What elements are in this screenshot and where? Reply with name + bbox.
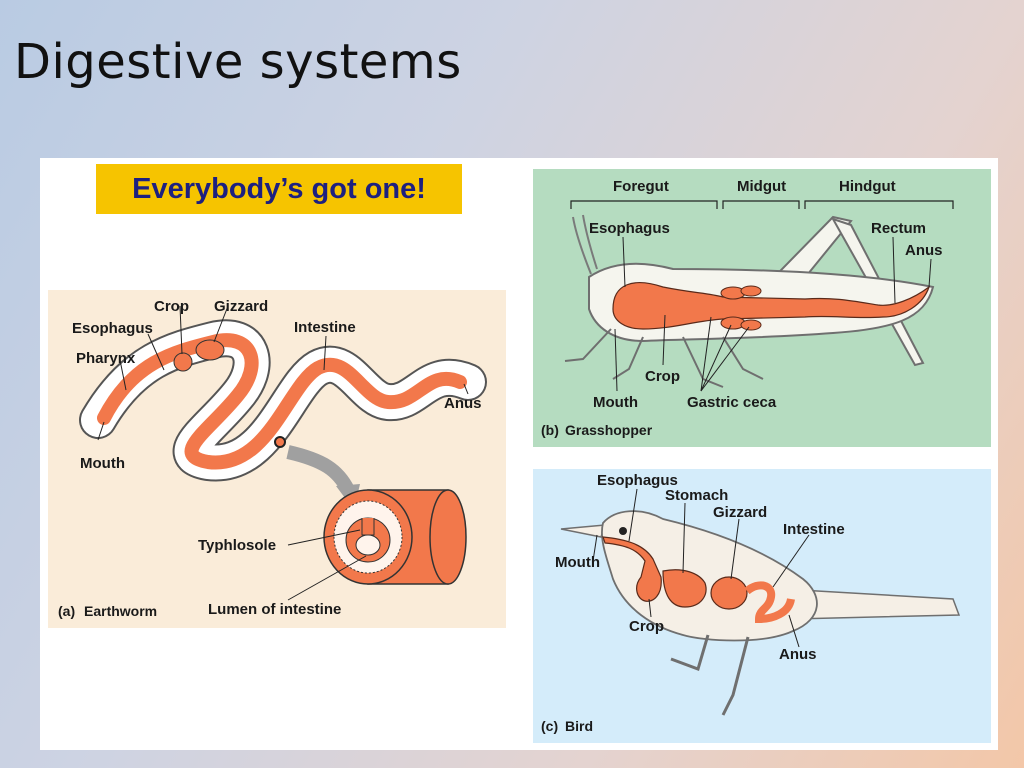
earthworm-gizzard <box>195 339 225 361</box>
caption-grasshopper: Grasshopper <box>565 422 653 438</box>
grasshopper-diagram: Foregut Midgut Hindgut Esophagus Rectum … <box>533 169 991 447</box>
bird-diagram: Esophagus Stomach Gizzard Intestine Mout… <box>533 469 991 743</box>
label-pharynx: Pharynx <box>76 350 136 367</box>
label-gizzard: Gizzard <box>214 298 268 315</box>
caption-earthworm: Earthworm <box>84 603 157 619</box>
bird-legs <box>670 634 750 716</box>
gut-region-brackets <box>570 200 954 209</box>
label-mouth: Mouth <box>593 394 638 411</box>
label-foregut: Foregut <box>613 178 669 195</box>
callout-banner: Everybody’s got one! <box>96 164 462 214</box>
bird-intestine <box>744 581 795 624</box>
label-crop: Crop <box>629 618 664 635</box>
label-esophagus: Esophagus <box>72 320 153 337</box>
cross-section-lumen <box>355 534 381 556</box>
earthworm-diagram: Crop Gizzard Esophagus Pharynx Intestine… <box>48 290 506 628</box>
label-esophagus: Esophagus <box>589 220 670 237</box>
label-hindgut: Hindgut <box>839 178 896 195</box>
gastric-ceca-shapes <box>720 285 762 331</box>
label-anus: Anus <box>905 242 943 259</box>
earthworm-panel: Crop Gizzard Esophagus Pharynx Intestine… <box>48 290 506 628</box>
label-midgut: Midgut <box>737 178 786 195</box>
bird-leaders <box>592 488 810 648</box>
label-anus: Anus <box>444 395 482 412</box>
caption-letter-b: (b) <box>541 422 559 438</box>
label-lumen: Lumen of intestine <box>208 601 341 618</box>
bird-esophagus-crop <box>602 536 662 602</box>
grasshopper-leaders <box>614 236 932 392</box>
content-area: Everybody’s got one! <box>40 158 998 750</box>
bird-eye <box>619 527 627 535</box>
label-mouth: Mouth <box>555 554 600 571</box>
bird-panel: Esophagus Stomach Gizzard Intestine Mout… <box>533 469 991 743</box>
label-crop: Crop <box>645 368 680 385</box>
label-esophagus: Esophagus <box>597 472 678 489</box>
slide-title: Digestive systems <box>14 34 462 90</box>
label-typhlosole: Typhlosole <box>198 537 276 554</box>
label-rectum: Rectum <box>871 220 926 237</box>
bird-digestive-tract <box>602 536 795 624</box>
label-intestine: Intestine <box>294 319 356 336</box>
earthworm-leaders <box>97 305 469 601</box>
cross-section-typhlosole <box>361 518 375 536</box>
earthworm-arrow <box>286 445 355 494</box>
label-gastric-ceca: Gastric ceca <box>687 394 777 411</box>
label-gizzard: Gizzard <box>713 504 767 521</box>
bird-stomach <box>662 569 707 608</box>
label-mouth: Mouth <box>80 455 125 472</box>
earthworm-crop <box>173 352 193 372</box>
grasshopper-panel: Foregut Midgut Hindgut Esophagus Rectum … <box>533 169 991 447</box>
bird-gizzard <box>710 576 748 610</box>
cross-section-end <box>429 489 467 585</box>
caption-letter-c: (c) <box>541 718 558 734</box>
label-anus: Anus <box>779 646 817 663</box>
earthworm-section-mark <box>274 436 286 448</box>
grasshopper-antennae <box>572 214 598 275</box>
caption-letter-a: (a) <box>58 603 75 619</box>
grasshopper-gut <box>612 282 931 330</box>
label-intestine: Intestine <box>783 521 845 538</box>
label-stomach: Stomach <box>665 487 728 504</box>
caption-bird: Bird <box>565 718 593 734</box>
label-crop: Crop <box>154 298 189 315</box>
